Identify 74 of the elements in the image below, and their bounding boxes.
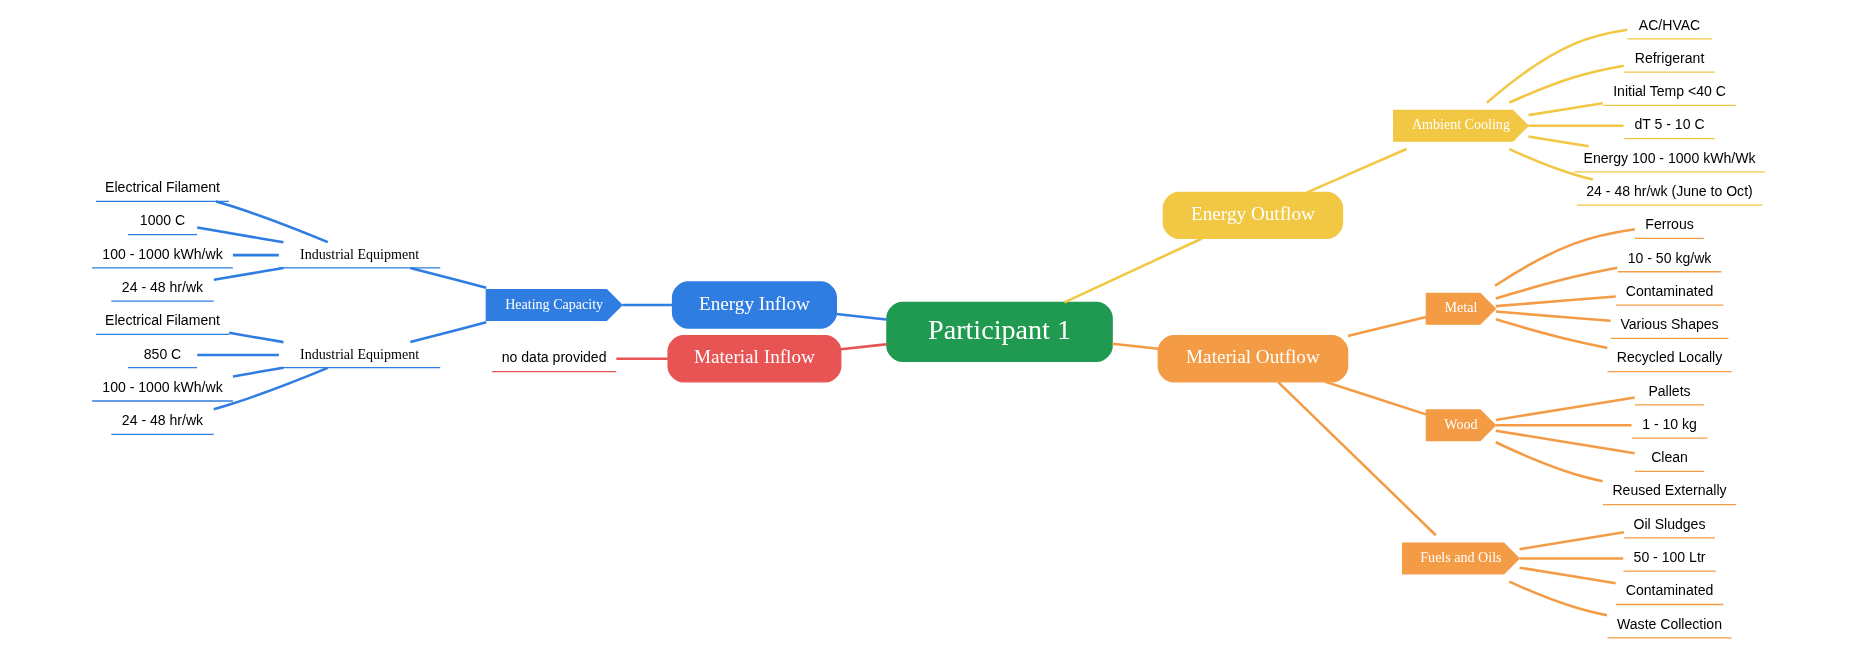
connector — [840, 342, 888, 351]
node-text: 100 - 1000 kWh/wk — [102, 245, 223, 262]
connector — [1325, 380, 1427, 416]
node-text: Oil Sludges — [1633, 515, 1706, 532]
connector — [232, 253, 279, 257]
connector — [1528, 101, 1603, 117]
node-text: Initial Temp <40 C — [1613, 83, 1726, 100]
connector — [622, 303, 673, 307]
connector — [1495, 295, 1616, 308]
node-text: Electrical Filament — [105, 179, 220, 196]
node-text: 100 - 1000 kWh/wk — [102, 378, 223, 395]
connector — [1494, 227, 1636, 287]
connector — [1306, 147, 1408, 194]
connector — [1112, 342, 1159, 351]
node-text: Clean — [1651, 449, 1688, 466]
node-text: Industrial Equipment — [300, 245, 420, 262]
connector — [1519, 566, 1616, 585]
node-text: Ferrous — [1645, 216, 1694, 233]
connector — [1495, 396, 1635, 422]
node-text: Energy 100 - 1000 kWh/Wk — [1583, 149, 1756, 166]
connector — [1495, 429, 1635, 455]
node-text: Electrical Filament — [105, 312, 220, 329]
node-text: Contaminated — [1625, 282, 1714, 299]
node-box: Energy Inflow — [671, 281, 837, 329]
connector — [232, 366, 284, 378]
connector — [836, 312, 887, 321]
node-text: Reused Externally — [1612, 482, 1727, 499]
node-text: Contaminated — [1625, 582, 1714, 599]
node-box: Material Inflow — [667, 335, 842, 383]
connector — [1495, 318, 1608, 350]
connector — [410, 266, 487, 289]
node-text: 50 - 100 Ltr — [1633, 549, 1706, 566]
connector — [1528, 135, 1589, 148]
connector — [197, 226, 284, 244]
connector — [1495, 424, 1632, 427]
node-box: Participant 1 — [886, 301, 1113, 362]
connector — [215, 200, 329, 244]
connector — [1508, 64, 1624, 104]
node-text: Refrigerant — [1634, 49, 1705, 66]
connector — [1347, 315, 1427, 338]
node-text: 1000 C — [139, 212, 186, 229]
connector — [1519, 531, 1625, 551]
node-text: Various Shapes — [1620, 316, 1719, 333]
node-text: Pallets — [1648, 382, 1691, 399]
node-text: 10 - 50 kg/wk — [1627, 249, 1712, 266]
connector — [1277, 381, 1437, 537]
node-text: Recycled Locally — [1616, 349, 1723, 366]
connector — [1495, 310, 1611, 323]
node-box: Energy Outflow — [1162, 191, 1344, 240]
node-text: 1 - 10 kg — [1642, 415, 1697, 432]
node-text: Industrial Equipment — [300, 345, 420, 362]
connector — [213, 366, 329, 411]
connector — [197, 353, 279, 357]
connector — [213, 266, 284, 282]
node-text: 24 - 48 hr/wk — [121, 412, 204, 429]
connector — [228, 331, 284, 344]
connector — [1495, 441, 1603, 483]
connector — [1495, 266, 1618, 300]
connector — [410, 321, 487, 344]
node-box: Material Outflow — [1157, 335, 1349, 383]
node-text: 850 C — [143, 345, 182, 362]
node-text: dT 5 - 10 C — [1634, 116, 1705, 133]
connector — [1486, 28, 1628, 104]
connector — [1063, 237, 1203, 304]
node-text: no data provided — [501, 349, 607, 366]
node-text: AC/HVAC — [1638, 16, 1701, 33]
connector — [1508, 147, 1594, 181]
node-text: 24 - 48 hr/wk (June to Oct) — [1586, 182, 1753, 199]
connector — [1519, 557, 1624, 560]
node-text: Waste Collection — [1617, 615, 1723, 632]
connector — [1528, 124, 1624, 128]
connector — [1508, 580, 1608, 617]
node-text: 24 - 48 hr/wk — [121, 278, 204, 295]
connector — [616, 357, 668, 361]
